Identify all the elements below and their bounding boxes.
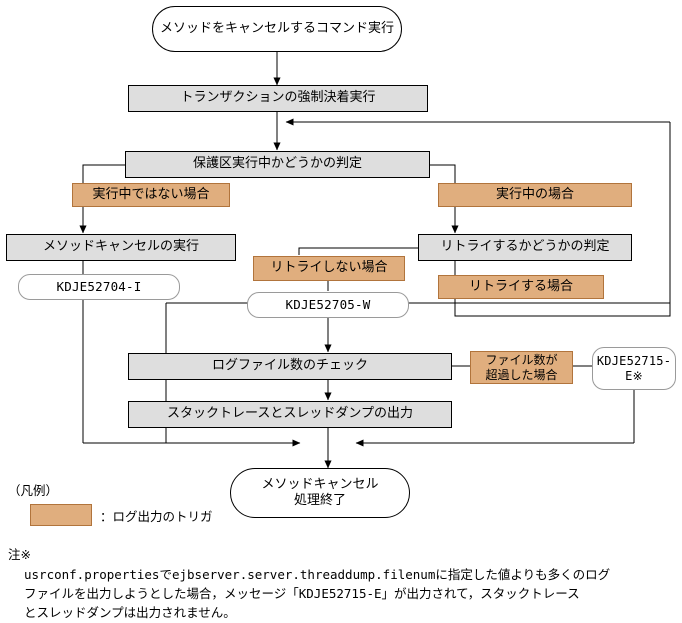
- node-trigger-not-running: 実行中ではない場合: [72, 183, 230, 207]
- node-output-stacktrace-threaddump-label: スタックトレースとスレッドダンプの出力: [167, 406, 413, 422]
- node-trigger-yes-retry-label: リトライする場合: [468, 278, 573, 294]
- node-judge-retry: リトライするかどうかの判定: [418, 234, 632, 261]
- node-transaction-force-settle-label: トランザクションの強制決着実行: [180, 90, 376, 106]
- node-judge-guard-running: 保護区実行中かどうかの判定: [125, 151, 430, 178]
- node-trigger-file-count-exceeded-label: ファイル数が 超過した場合: [485, 352, 558, 382]
- node-execute-method-cancel: メソッドキャンセルの実行: [6, 234, 236, 261]
- node-trigger-file-count-exceeded: ファイル数が 超過した場合: [470, 351, 573, 384]
- legend-description: ：ログ出力のトリガ: [100, 509, 213, 524]
- node-message-kdje52715e-label: KDJE52715- E※: [596, 353, 672, 383]
- node-judge-guard-running-label: 保護区実行中かどうかの判定: [192, 156, 362, 172]
- node-end: メソッドキャンセル 処理終了: [230, 468, 410, 518]
- node-end-label: メソッドキャンセル 処理終了: [261, 476, 379, 508]
- node-trigger-running-label: 実行中の場合: [495, 186, 574, 202]
- footnote-label: 注※: [8, 547, 31, 562]
- node-message-kdje52705w: KDJE52705-W: [247, 292, 409, 318]
- legend-title: （凡例）: [8, 483, 59, 498]
- node-transaction-force-settle: トランザクションの強制決着実行: [128, 85, 428, 112]
- footnote-body: usrconf.propertiesでejbserver.server.thre…: [24, 567, 611, 620]
- node-output-stacktrace-threaddump: スタックトレースとスレッドダンプの出力: [128, 401, 452, 428]
- node-message-kdje52715e: KDJE52715- E※: [592, 347, 676, 390]
- node-trigger-no-retry-label: リトライしない場合: [270, 260, 388, 276]
- node-check-log-file-count-label: ログファイル数のチェック: [211, 358, 368, 374]
- node-message-kdje52704i: KDJE52704-I: [18, 274, 180, 300]
- node-judge-retry-label: リトライするかどうかの判定: [440, 239, 610, 255]
- node-trigger-no-retry: リトライしない場合: [253, 256, 405, 281]
- node-trigger-not-running-label: 実行中ではない場合: [92, 186, 210, 202]
- node-check-log-file-count: ログファイル数のチェック: [128, 353, 452, 380]
- node-trigger-running: 実行中の場合: [438, 183, 632, 207]
- node-message-kdje52705w-label: KDJE52705-W: [285, 296, 371, 312]
- node-start: メソッドをキャンセルするコマンド実行: [152, 6, 402, 52]
- node-trigger-yes-retry: リトライする場合: [438, 275, 604, 299]
- legend-swatch-trigger: [30, 504, 92, 526]
- node-message-kdje52704i-label: KDJE52704-I: [56, 278, 142, 294]
- node-execute-method-cancel-label: メソッドキャンセルの実行: [42, 239, 199, 255]
- node-start-label: メソッドをキャンセルするコマンド実行: [159, 20, 394, 36]
